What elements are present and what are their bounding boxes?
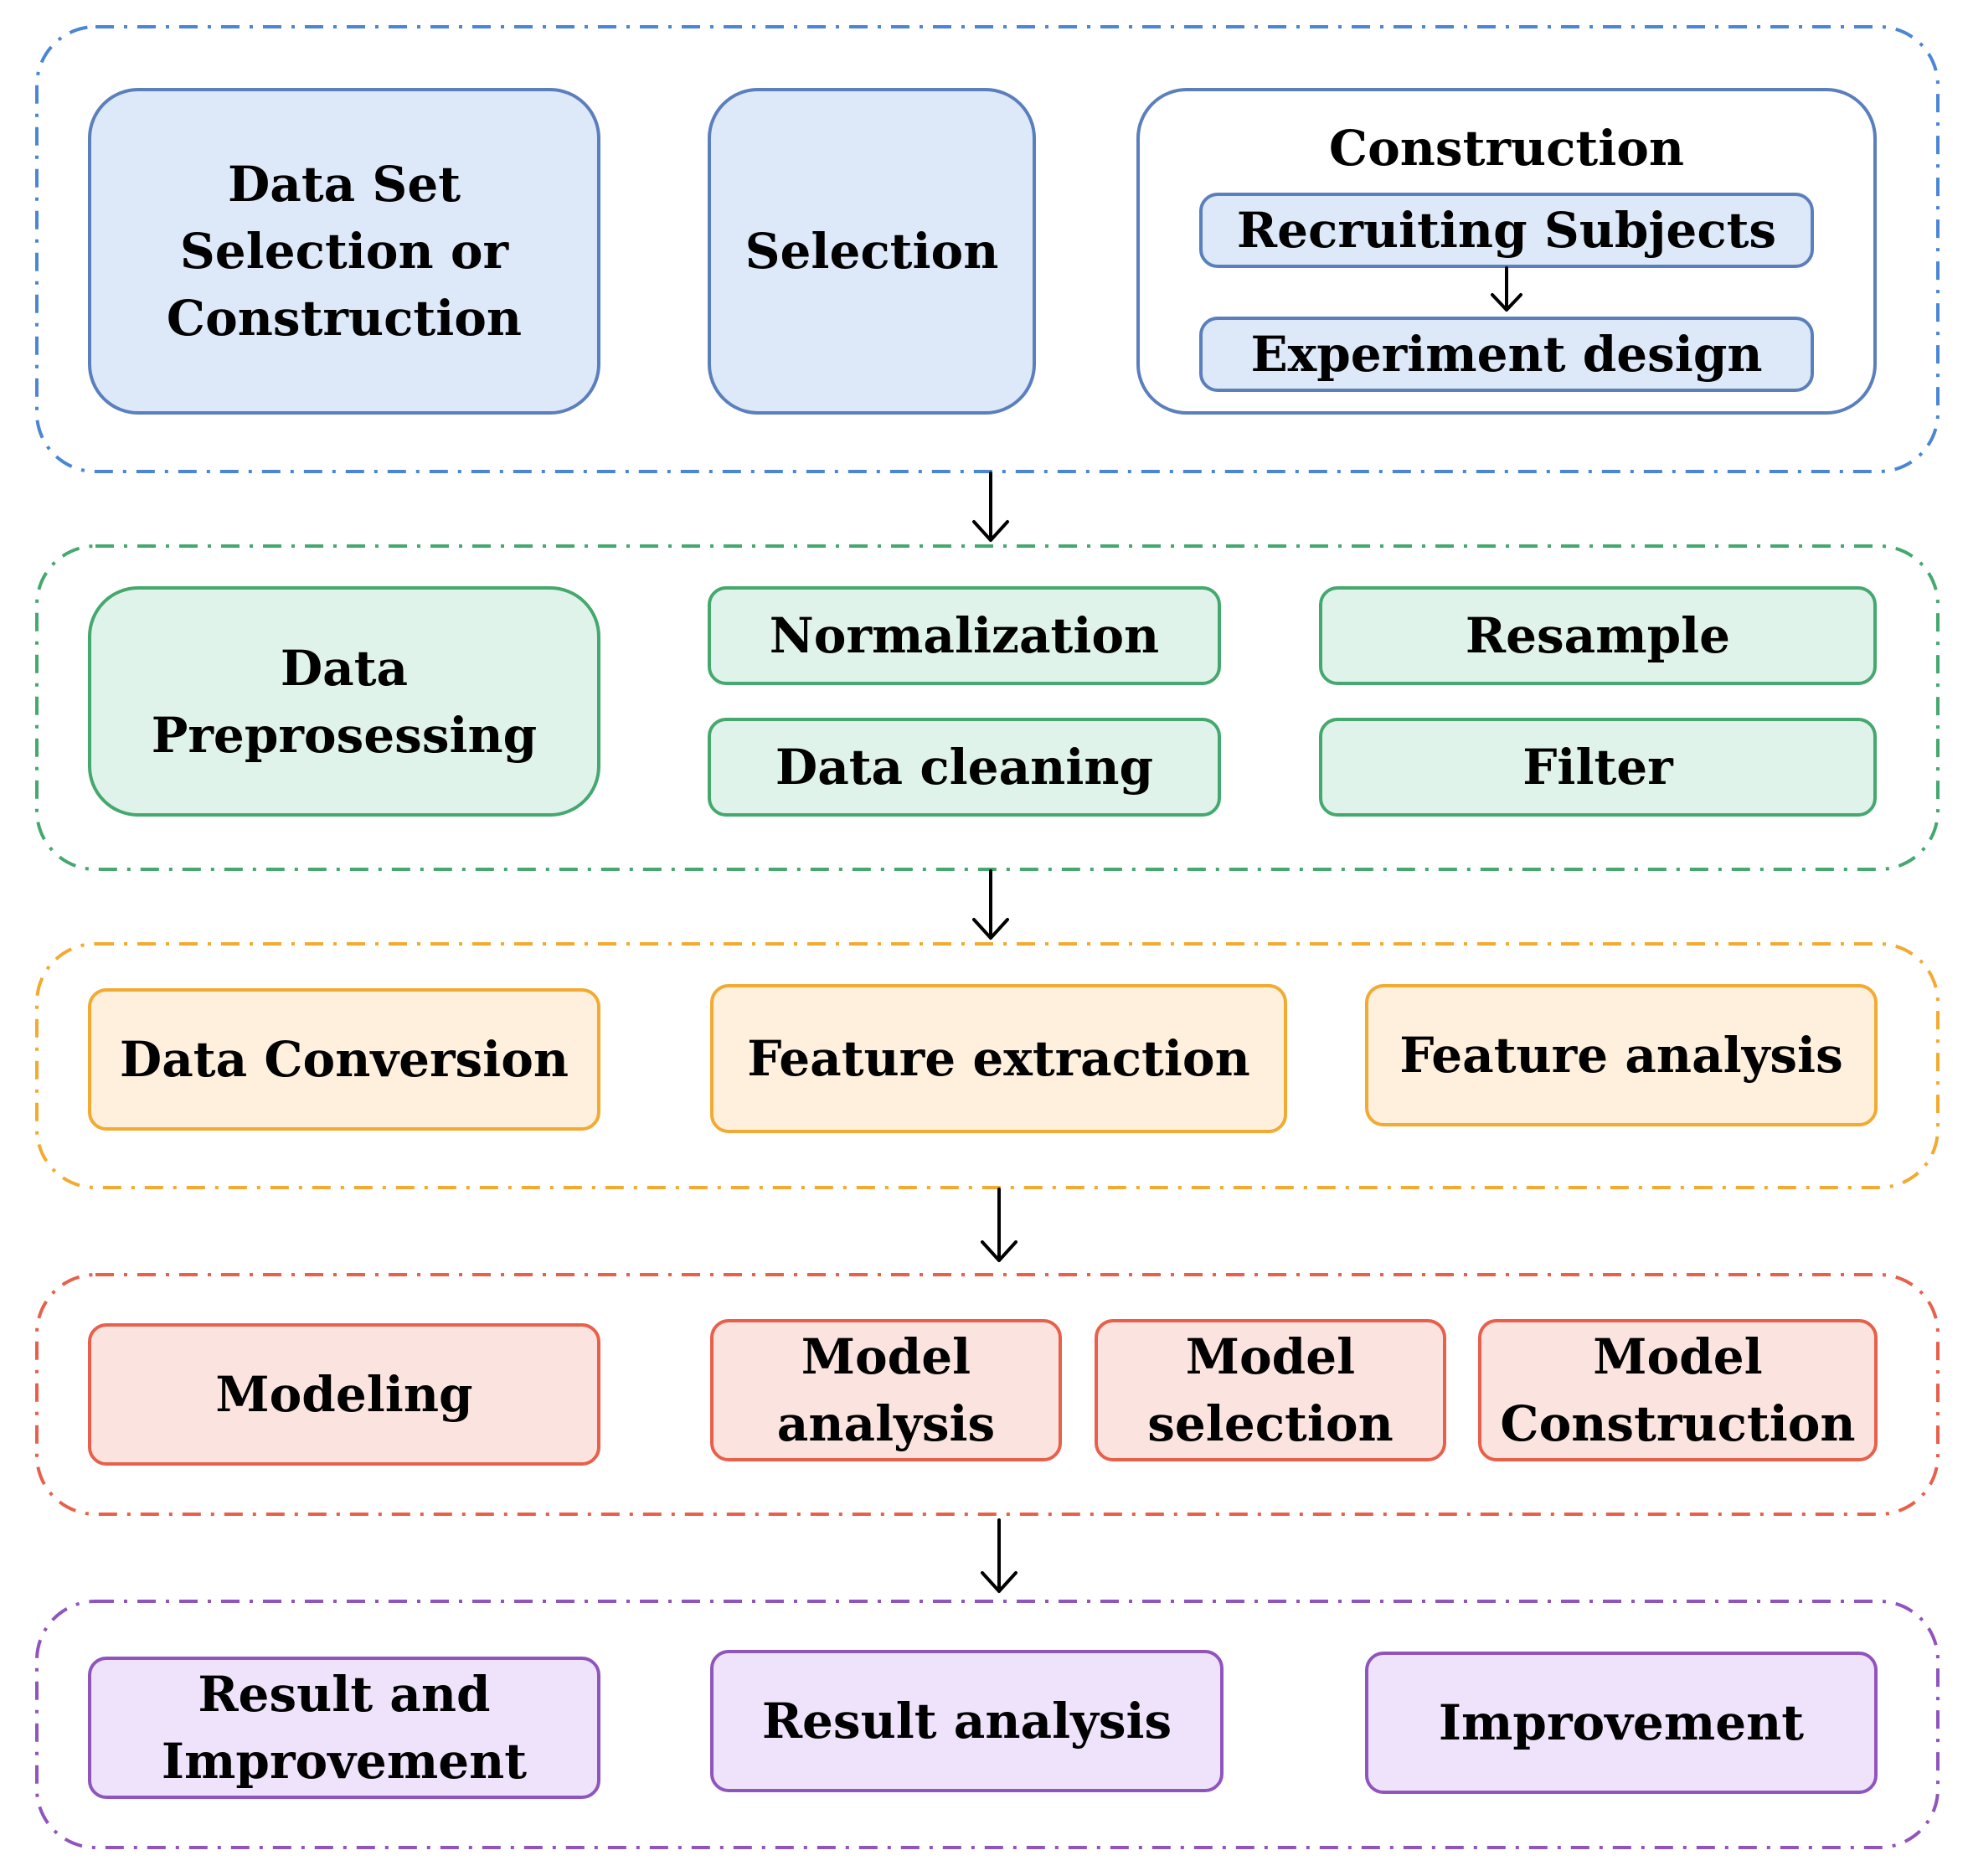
box-model-construction: Model Construction	[1478, 1319, 1878, 1461]
box-result-and-improvement: Result and Improvement	[88, 1657, 600, 1799]
box-model-analysis: Model analysis	[710, 1319, 1062, 1461]
box-improvement: Improvement	[1365, 1652, 1878, 1794]
box-data-cleaning: Data cleaning	[708, 718, 1221, 817]
box-feature-analysis: Feature analysis	[1365, 984, 1878, 1126]
arrow-stage2-to-stage3	[972, 869, 1009, 940]
box-result-analysis: Result analysis	[710, 1650, 1224, 1792]
box-modeling: Modeling	[88, 1323, 600, 1466]
box-data-preprocessing: Data Preprosessing	[88, 586, 600, 817]
box-recruiting-subjects: Recruiting Subjects	[1199, 193, 1814, 268]
box-selection: Selection	[708, 88, 1036, 415]
box-model-selection: Model selection	[1095, 1319, 1446, 1461]
box-resample: Resample	[1319, 586, 1877, 685]
box-normalization: Normalization	[708, 586, 1221, 685]
box-experiment-design: Experiment design	[1199, 317, 1814, 392]
box-feature-extraction: Feature extraction	[710, 984, 1287, 1133]
box-data-conversion: Data Conversion	[88, 988, 600, 1131]
construction-title: Construction	[1328, 120, 1685, 177]
box-filter: Filter	[1319, 718, 1877, 817]
box-data-set-selection-or-construction: Data Set Selection or Construction	[88, 88, 600, 415]
arrow-stage1-to-stage2	[972, 472, 1009, 542]
arrow-stage3-to-stage4	[981, 1188, 1017, 1262]
arrow-stage4-to-stage5	[981, 1518, 1017, 1593]
